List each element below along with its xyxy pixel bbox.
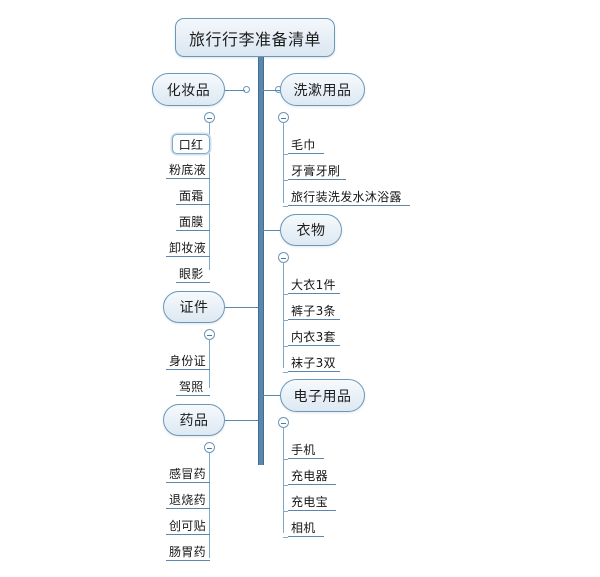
leaf-label: 充电器: [291, 469, 328, 483]
branch-label-electronics: 电子用品: [293, 388, 352, 405]
leaf-node[interactable]: 身份证: [166, 352, 210, 370]
leaf-label: 粉底液: [169, 163, 206, 177]
leaf-connector: [283, 459, 288, 460]
leaf-connector: [283, 485, 288, 486]
branch-node-medicine[interactable]: 药品: [163, 404, 225, 436]
leaf-node[interactable]: 退烧药: [166, 491, 210, 509]
leaf-node[interactable]: 眼影: [176, 265, 210, 283]
connector-to-toiletries: [262, 89, 280, 91]
leaf-label: 裤子3条: [291, 304, 336, 318]
collapse-minus-icon-documents[interactable]: [204, 329, 215, 340]
central-trunk: [258, 57, 264, 465]
leaf-node[interactable]: 面膜: [176, 213, 210, 231]
collapse-minus-icon-electronics[interactable]: [278, 417, 289, 428]
leaf-node[interactable]: 裤子3条: [288, 302, 340, 320]
leaf-node[interactable]: 牙膏牙刷: [288, 162, 346, 180]
toiletries-child-spine: [283, 118, 284, 203]
leaf-node[interactable]: 旅行装洗发水沐浴露: [288, 188, 410, 206]
leaf-label: 驾照: [179, 380, 204, 394]
leaf-label: 大衣1件: [291, 278, 336, 292]
documents-child-spine: [209, 335, 210, 388]
branch-node-toiletries[interactable]: 洗漱用品: [280, 73, 365, 106]
collapse-minus-icon-medicine[interactable]: [204, 442, 215, 453]
collapse-minus-icon-clothing[interactable]: [278, 252, 289, 263]
branch-node-documents[interactable]: 证件: [163, 291, 225, 323]
collapse-minus-icon-toiletries[interactable]: [278, 112, 289, 123]
leaf-label: 手机: [291, 443, 316, 457]
leaf-label: 面霜: [179, 189, 204, 203]
leaf-label: 感冒药: [169, 467, 206, 481]
leaf-label: 充电宝: [291, 495, 328, 509]
branch-label-medicine: 药品: [179, 413, 209, 429]
leaf-connector: [283, 206, 288, 207]
leaf-node[interactable]: 相机: [288, 519, 324, 537]
branch-label-clothing: 衣物: [296, 223, 326, 239]
leaf-label: 袜子3双: [291, 356, 336, 370]
collapse-minus-icon-cosmetics[interactable]: [204, 112, 215, 123]
leaf-label: 面膜: [179, 215, 204, 229]
root-node-label: 旅行行李准备清单: [188, 29, 321, 49]
leaf-label: 牙膏牙刷: [291, 164, 341, 178]
branch-label-documents: 证件: [179, 300, 209, 316]
leaf-label: 身份证: [169, 354, 206, 368]
leaf-connector: [283, 294, 288, 295]
connector-to-electronics: [262, 395, 280, 396]
leaf-node[interactable]: 驾照: [176, 378, 210, 396]
connector-to-medicine: [225, 420, 258, 421]
leaf-connector: [283, 537, 288, 538]
connector-to-documents: [225, 307, 258, 308]
leaf-label: 退烧药: [169, 493, 206, 507]
leaf-node[interactable]: 卸妆液: [166, 239, 210, 257]
leaf-label: 肠胃药: [169, 545, 206, 559]
leaf-node[interactable]: 面霜: [176, 187, 210, 205]
connector-to-cosmetics: [225, 89, 245, 91]
leaf-connector: [283, 372, 288, 373]
leaf-connector: [283, 346, 288, 347]
leaf-node[interactable]: 粉底液: [166, 161, 210, 179]
leaf-node[interactable]: 充电器: [288, 467, 336, 485]
connector-to-clothing: [262, 230, 280, 231]
leaf-node[interactable]: 手机: [288, 441, 324, 459]
leaf-connector: [283, 320, 288, 321]
leaf-node[interactable]: 毛巾: [288, 136, 324, 154]
leaf-connector: [283, 180, 288, 181]
leaf-label: 眼影: [179, 267, 204, 281]
leaf-node[interactable]: 肠胃药: [166, 543, 210, 561]
left-spine: [259, 57, 261, 465]
leaf-label: 卸妆液: [169, 241, 206, 255]
leaf-node[interactable]: 创可贴: [166, 517, 210, 535]
electronics-child-spine: [283, 423, 284, 533]
leaf-label: 口红: [178, 137, 204, 152]
leaf-connector: [283, 154, 288, 155]
leaf-node[interactable]: 感冒药: [166, 465, 210, 483]
branch-node-clothing[interactable]: 衣物: [280, 214, 342, 246]
medicine-child-spine: [209, 448, 210, 558]
leaf-label: 内衣3套: [291, 330, 336, 344]
leaf-label: 创可贴: [169, 519, 206, 533]
leaf-node[interactable]: 口红: [172, 134, 210, 154]
leaf-label: 旅行装洗发水沐浴露: [291, 190, 402, 204]
branch-label-cosmetics: 化妆品: [166, 82, 211, 99]
cosmetics-child-spine: [209, 118, 210, 270]
leaf-node[interactable]: 内衣3套: [288, 328, 340, 346]
leaf-node[interactable]: 大衣1件: [288, 276, 340, 294]
branch-node-cosmetics[interactable]: 化妆品: [152, 73, 225, 106]
leaf-label: 相机: [291, 521, 316, 535]
branch-label-toiletries: 洗漱用品: [293, 82, 352, 99]
leaf-connector: [283, 511, 288, 512]
leaf-node[interactable]: 袜子3双: [288, 354, 340, 372]
leaf-label: 毛巾: [291, 138, 316, 152]
clothing-child-spine: [283, 258, 284, 368]
branch-node-electronics[interactable]: 电子用品: [280, 379, 365, 412]
leaf-node[interactable]: 充电宝: [288, 493, 336, 511]
root-node[interactable]: 旅行行李准备清单: [175, 18, 335, 57]
